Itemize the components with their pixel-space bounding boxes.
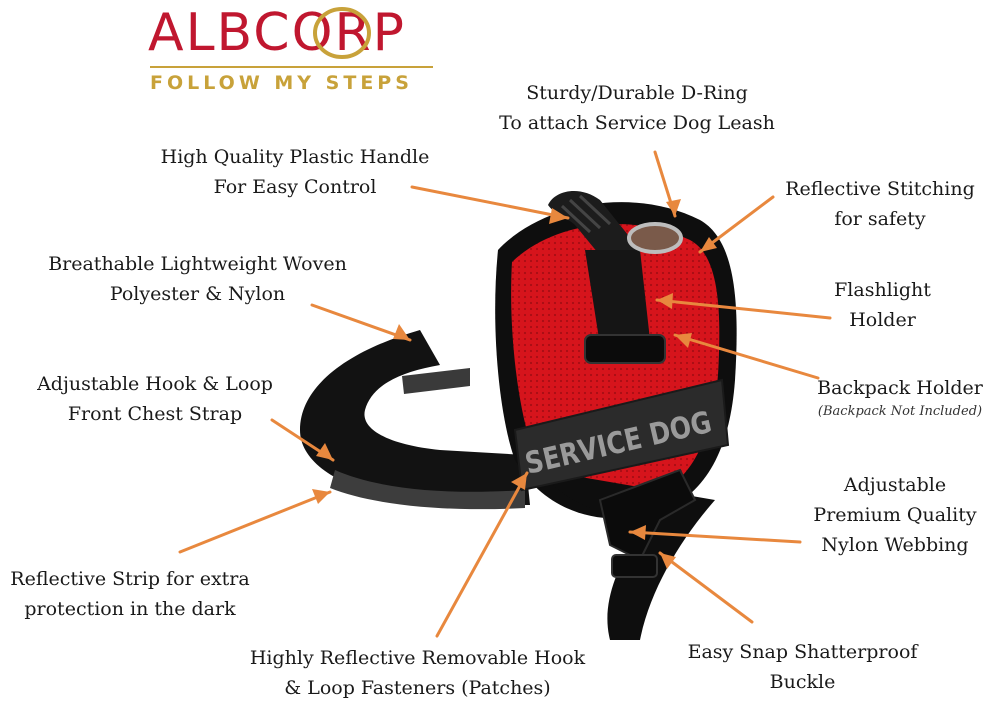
arrow-handle (410, 185, 570, 220)
callout-webbing: Adjustable Premium Quality Nylon Webbing (813, 474, 977, 556)
arrowhead-buckle (660, 553, 676, 569)
arrow-buckle (658, 551, 754, 624)
logo-divider (150, 66, 433, 68)
brand-tagline: FOLLOW MY STEPS (150, 72, 413, 94)
callout-d-ring: Sturdy/Durable D-Ring To attach Service … (499, 82, 775, 134)
callout-chest-strap: Adjustable Hook & Loop Front Chest Strap (37, 373, 273, 425)
callout-flashlight: Flashlight Holder (834, 279, 931, 331)
chest-buckle (584, 334, 666, 364)
arrow-backpack (673, 333, 820, 380)
arrowhead-d-ring (666, 199, 681, 216)
callout-handle: High Quality Plastic Handle For Easy Con… (160, 146, 430, 198)
arrowhead-backpack (675, 333, 692, 348)
brand-name: ALBCORP (148, 3, 407, 63)
callout-woven: Breathable Lightweight Woven Polyester &… (48, 253, 347, 305)
arrowhead-webbing (630, 525, 646, 540)
chest-strap (300, 330, 530, 510)
logo-ring-icon (313, 7, 371, 59)
callout-stitching: Reflective Stitching for safety (785, 178, 975, 230)
arrowhead-stitching (700, 237, 717, 252)
plastic-handle (548, 190, 650, 345)
arrowhead-flashlight (657, 293, 673, 309)
arrow-heads (312, 199, 717, 569)
arrow-flashlight (655, 298, 832, 320)
arrowhead-patches (511, 473, 527, 490)
arrow-webbing (628, 530, 802, 544)
arrowhead-handle (549, 208, 568, 224)
brand-logo: ALBCORP FOLLOW MY STEPS (148, 2, 448, 100)
callout-buckle: Easy Snap Shatterproof Buckle (687, 641, 918, 693)
arrow-patches (435, 471, 529, 638)
callout-patches: Highly Reflective Removable Hook & Loop … (249, 647, 586, 699)
callout-strip: Reflective Strip for extra protection in… (10, 568, 250, 620)
arrow-strip (178, 490, 332, 554)
arrowhead-woven (393, 324, 410, 340)
callout-backpack: Backpack Holder (Backpack Not Included) (817, 377, 983, 419)
callout-arrows (178, 150, 832, 638)
arrow-woven (310, 303, 412, 342)
side-buckle (598, 468, 697, 578)
arrowhead-chest-strap (316, 443, 333, 460)
d-ring (627, 222, 683, 254)
arrowhead-strip (312, 489, 330, 504)
